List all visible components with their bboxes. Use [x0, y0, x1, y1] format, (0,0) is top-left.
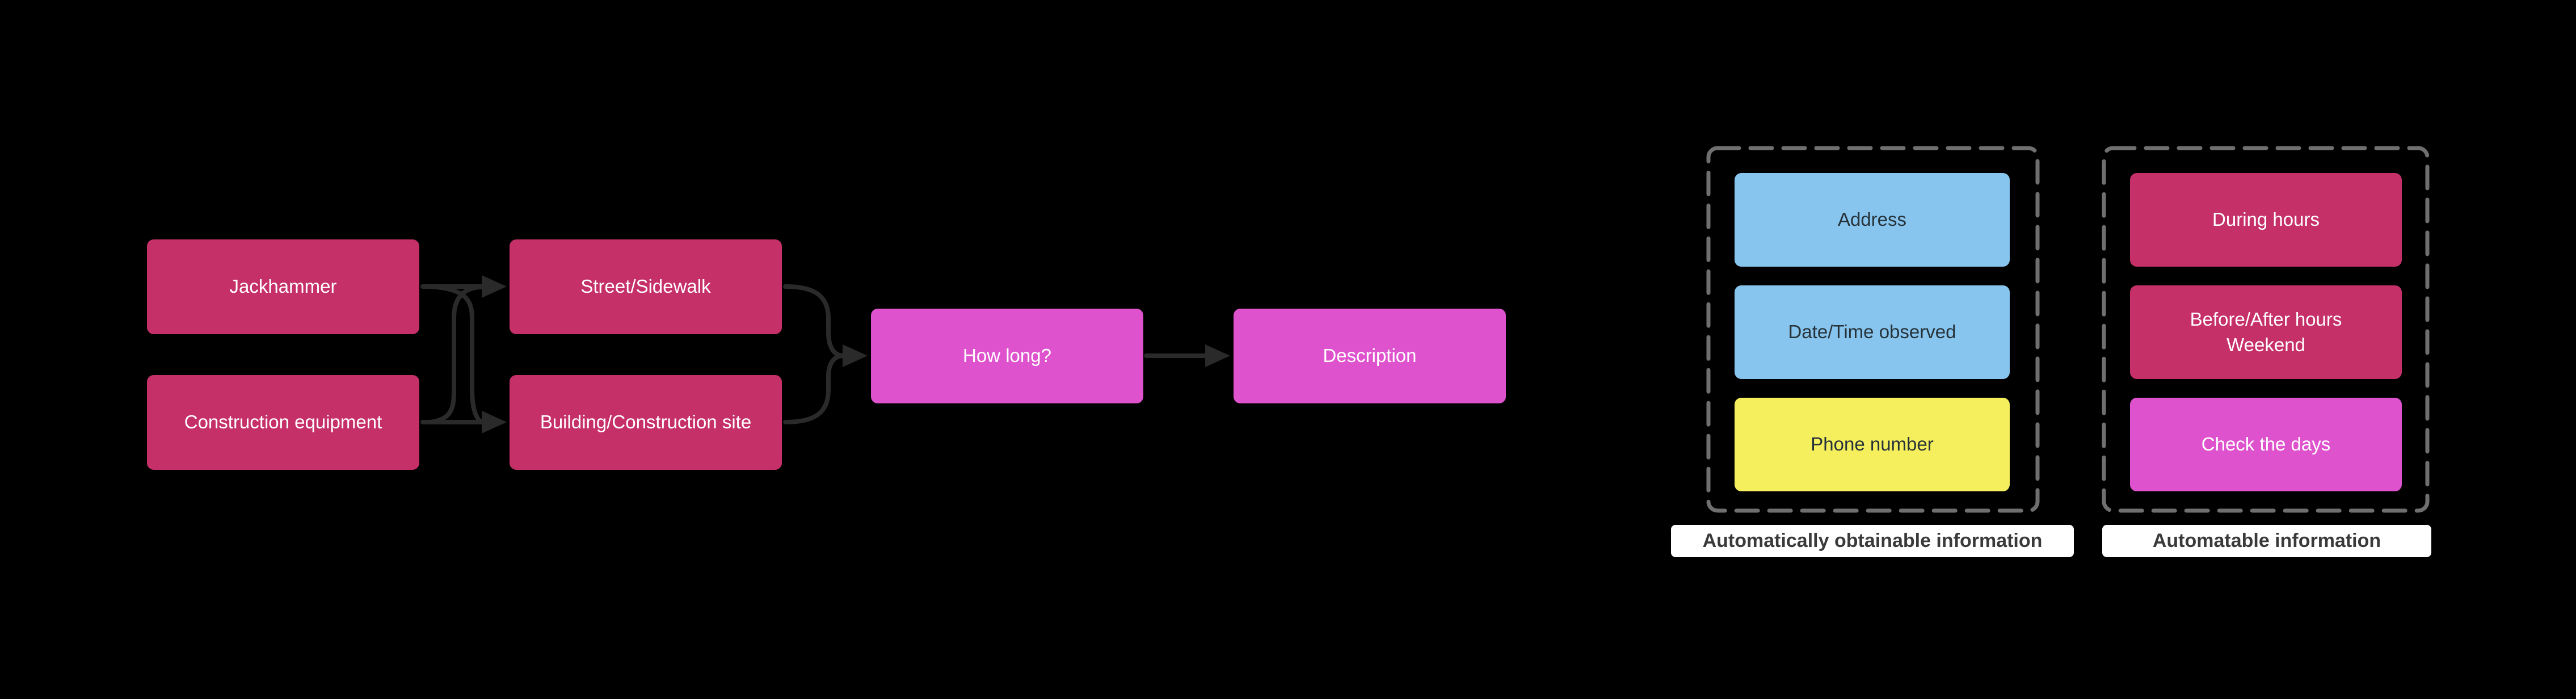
arrowhead-group [482, 275, 1230, 433]
node-how-long[interactable]: How long? [871, 309, 1143, 403]
node-during-hours[interactable]: During hours [2130, 173, 2402, 267]
arrowhead-description [1205, 344, 1230, 367]
node-phone-number[interactable]: Phone number [1735, 398, 2010, 491]
automatable-group-frame [2102, 146, 2430, 513]
arrow-building-to-howlong [783, 353, 845, 424]
arrow-street-to-howlong [783, 284, 845, 358]
group-frames [1706, 146, 2430, 513]
arrowhead-howlong [843, 344, 868, 367]
node-jackhammer[interactable]: Jackhammer [147, 239, 419, 334]
obtainable-group-caption[interactable]: Automatically obtainable information [1671, 525, 2074, 557]
obtainable-group-frame [1706, 146, 2040, 513]
automatable-group-caption[interactable]: Automatable information [2102, 525, 2431, 557]
arrow-construction-to-street [428, 285, 482, 424]
node-description[interactable]: Description [1234, 309, 1506, 403]
node-before-after-hours-weekend[interactable]: Before/After hours Weekend [2130, 285, 2402, 379]
node-building-construction-site[interactable]: Building/Construction site [510, 375, 782, 470]
node-check-the-days[interactable]: Check the days [2130, 398, 2402, 491]
node-street-sidewalk[interactable]: Street/Sidewalk [510, 239, 782, 334]
arrowhead-building [482, 411, 507, 433]
node-construction-equipment[interactable]: Construction equipment [147, 375, 419, 470]
node-address[interactable]: Address [1735, 173, 2010, 267]
arrow-jackhammer-to-building [428, 284, 485, 424]
connector-group [420, 284, 1207, 424]
arrowhead-street [482, 275, 507, 298]
node-datetime-observed[interactable]: Date/Time observed [1735, 285, 2010, 379]
